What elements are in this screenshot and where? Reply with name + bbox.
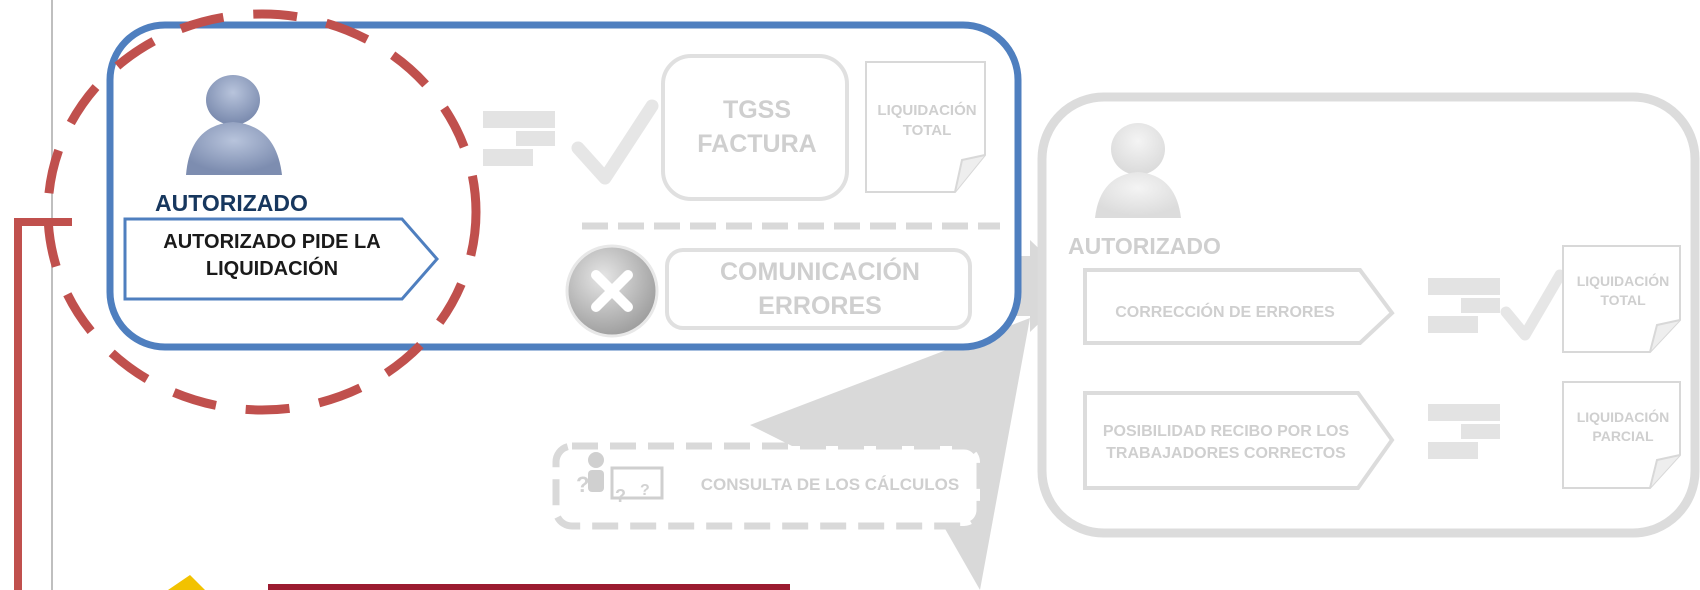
consult-box: [552, 442, 984, 530]
consult-label: CONSULTA DE LOS CÁLCULOS: [700, 475, 960, 494]
person-icon: [186, 75, 282, 175]
bottom-red-bar: [268, 584, 790, 590]
warning-icon: [168, 575, 205, 590]
correction-doc-label: LIQUIDACIÓN TOTAL: [1576, 273, 1670, 308]
errors-box: [665, 248, 972, 330]
tgss-box: [661, 54, 849, 201]
question-people-icon: ? ? ?: [576, 452, 664, 506]
svg-text:?: ?: [576, 472, 589, 497]
errors-label: COMUNICACIÓN ERRORES: [720, 258, 920, 320]
correction-shape: [1083, 268, 1395, 345]
document-icon: [865, 61, 986, 193]
error-x-icon: [565, 244, 659, 338]
checkmark-icon-2: [1500, 269, 1566, 341]
svg-text:?: ?: [615, 486, 626, 506]
stack-icon: [483, 111, 555, 166]
document-icon-3: [1562, 381, 1681, 489]
request-shape: [123, 217, 439, 301]
tgss-label: TGSS FACTURA: [697, 96, 817, 158]
stack-icon-3: [1428, 404, 1500, 459]
highlight-circle: [43, 9, 481, 415]
partial-doc-label: LIQUIDACIÓN PARCIAL: [1576, 409, 1670, 444]
role-label-active: AUTORIZADO: [155, 190, 308, 216]
partial-label: POSIBILIDAD RECIBO POR LOS TRABAJADORES …: [1102, 423, 1350, 462]
person-icon-gray: [1095, 123, 1181, 218]
checkmark-icon: [571, 99, 659, 185]
role-label-next: AUTORIZADO: [1068, 233, 1221, 259]
red-connector-line: [14, 218, 72, 590]
liquidation-total-doc-label: LIQUIDACIÓN TOTAL: [877, 102, 977, 140]
svg-text:?: ?: [640, 482, 650, 499]
request-label: AUTORIZADO PIDE LA LIQUIDACIÓN: [163, 231, 381, 280]
partial-shape: [1083, 391, 1395, 490]
document-icon-2: [1562, 245, 1681, 353]
correction-label: CORRECCIÓN DE ERRORES: [1115, 304, 1335, 321]
stack-icon-2: [1428, 278, 1500, 333]
